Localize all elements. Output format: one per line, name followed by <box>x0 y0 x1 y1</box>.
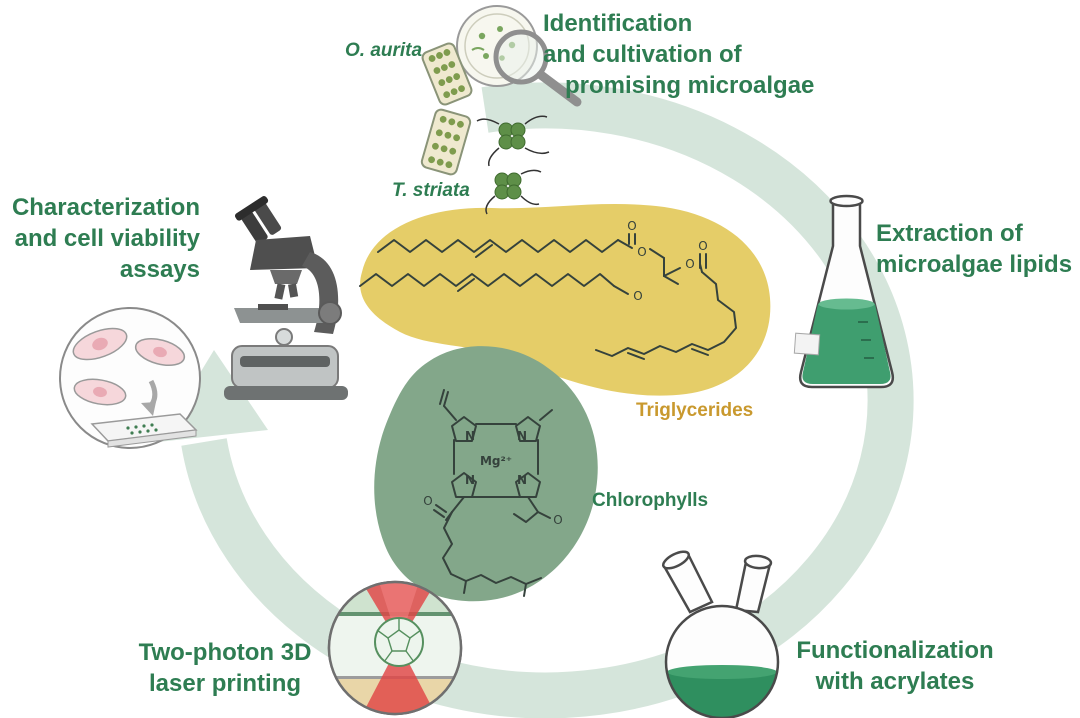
t-striata-illustration <box>476 115 550 215</box>
triglyceride-blob: O O O O O <box>359 204 771 396</box>
nitrogen-label: N <box>465 429 475 443</box>
label-line: microalgae lipids <box>876 251 1073 278</box>
stage-laser-printing-label: Two-photon 3D laser printing <box>103 637 347 699</box>
label-line: Functionalization <box>796 637 994 664</box>
printed-microsphere <box>374 617 424 667</box>
label-line: Characterization <box>11 194 200 221</box>
cells <box>72 327 186 406</box>
organism-t-striata-label: T. striata <box>392 180 470 201</box>
oxygen-label: O <box>698 239 707 253</box>
label-line: Two-photon 3D <box>138 639 312 666</box>
triglyceride-structure: O O O O O <box>359 219 737 360</box>
organism-o-aurita-label: O. aurita <box>345 40 423 61</box>
label-line: and cell viability <box>14 225 200 252</box>
erlenmeyer-flask-illustration <box>793 194 895 389</box>
label-line: Extraction of <box>876 220 1023 247</box>
magnifier-icon <box>493 29 582 107</box>
oxygen-label: O <box>685 257 694 271</box>
oxygen-label: O <box>633 289 642 303</box>
cell-assay-illustration <box>59 307 201 449</box>
round-flask-illustration <box>661 550 780 718</box>
stage-functionalization-label: Functionalization with acrylates <box>775 635 1015 697</box>
label-line: and cultivation of <box>543 41 742 68</box>
chlorophyll-blob: N N N N Mg²⁺ O O <box>374 346 598 602</box>
stage-identification-label: Identification and cultivation of promis… <box>543 8 814 101</box>
label-line: with acrylates <box>815 668 975 695</box>
focus-knob <box>318 301 342 325</box>
laser-beam <box>362 644 436 714</box>
chlorophyll-structure: N N N N Mg²⁺ O O <box>423 389 563 597</box>
oxygen-label: O <box>637 245 646 259</box>
o-aurita-illustration <box>420 42 473 176</box>
nitrogen-label: N <box>517 429 527 443</box>
label-line: assays <box>119 256 200 283</box>
laser-printing-illustration <box>327 580 463 716</box>
magnesium-label: Mg²⁺ <box>480 454 512 468</box>
label-line: laser printing <box>148 670 302 697</box>
oxygen-label: O <box>423 494 432 508</box>
microscope-illustration <box>224 195 348 400</box>
flask-label-sticker <box>793 332 821 356</box>
oxygen-label: O <box>627 219 636 233</box>
stage-characterization-label: Characterization and cell viability assa… <box>2 192 200 285</box>
microscope-slide <box>90 413 198 448</box>
label-line: promising microalgae <box>565 72 815 99</box>
molecule-triglycerides-label: Triglycerides <box>636 400 754 421</box>
label-line: Identification <box>543 10 693 37</box>
nitrogen-label: N <box>465 473 475 487</box>
petri-dish-illustration <box>456 5 582 107</box>
oxygen-label: O <box>553 513 562 527</box>
nitrogen-label: N <box>517 473 527 487</box>
stage-extraction-label: Extraction of microalgae lipids <box>876 218 1072 280</box>
molecule-chlorophylls-label: Chlorophylls <box>592 490 709 511</box>
